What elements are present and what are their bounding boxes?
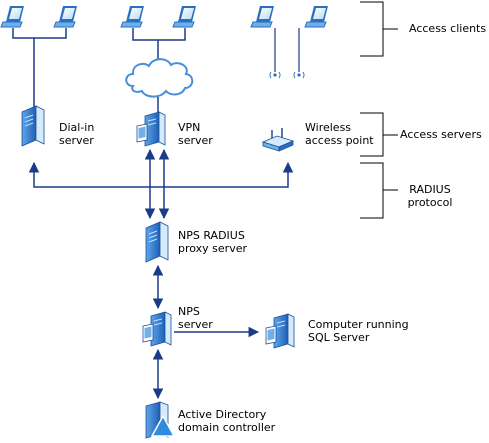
radius-protocol-group-label: RADIUS protocol [407, 183, 453, 209]
access-servers-group-label: Access servers [400, 128, 482, 141]
wireless-access-point-icon [261, 128, 295, 152]
laptop-icon [53, 5, 78, 28]
vpn-server-label: VPN server [178, 121, 213, 147]
nps-server-label: NPS server [178, 305, 213, 331]
laptop-icon [250, 5, 275, 28]
radius-connectors [28, 148, 294, 220]
dialin-client-connectors [12, 28, 67, 108]
server-icon [21, 105, 45, 147]
domain-controller-label: Active Directory domain controller [178, 408, 276, 434]
wireless-signal-icon [293, 71, 305, 79]
cloud-icon [125, 58, 194, 98]
group-brackets [360, 1, 398, 219]
laptop-icon [0, 5, 25, 28]
dialin-server-label: Dial-in server [59, 121, 95, 147]
server-icon [136, 111, 166, 147]
laptop-icon [304, 5, 329, 28]
wireless-signal-icon [269, 71, 281, 79]
server-icon [142, 311, 172, 347]
sql-server-label: Computer running SQL Server [308, 318, 409, 344]
server-icon [145, 221, 169, 263]
server-icon [265, 313, 295, 349]
vpn-client-connectors [132, 28, 186, 72]
laptop-icon [172, 5, 197, 28]
domain-controller-icon [145, 401, 176, 439]
wireless-access-point-label: Wireless access point [305, 121, 374, 147]
laptop-icon [120, 5, 145, 28]
access-clients-group-label: Access clients [409, 22, 487, 35]
wireless-client-stems [274, 28, 300, 72]
proxy-server-label: NPS RADIUS proxy server [178, 229, 247, 255]
